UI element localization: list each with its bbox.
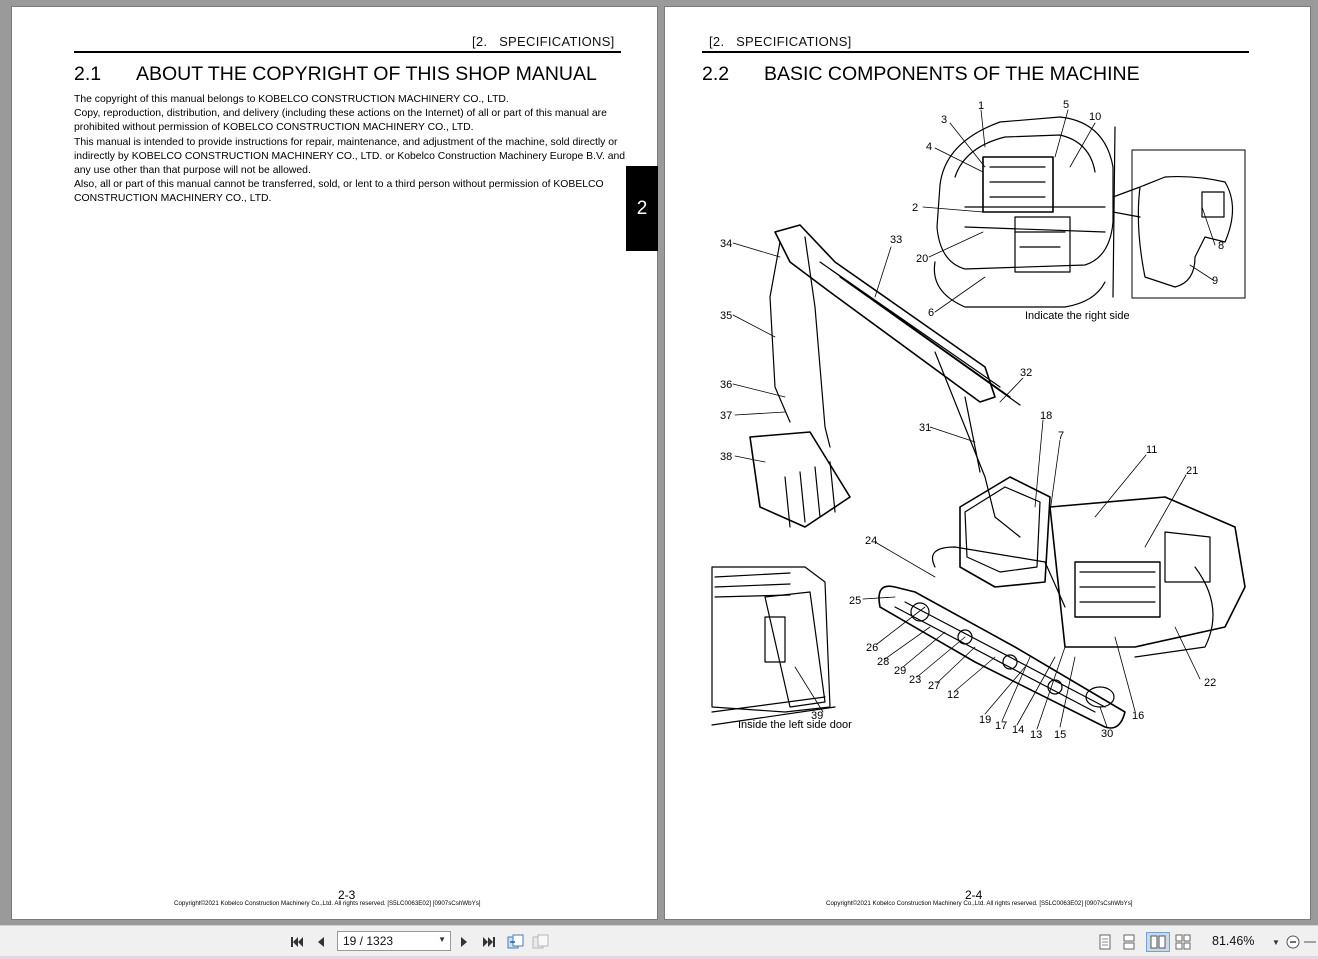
- callout-33: 33: [890, 234, 902, 246]
- callout-3: 3: [941, 114, 947, 126]
- document-page-right: [2. SPECIFICATIONS] 2.2 BASIC COMPONENTS …: [664, 6, 1311, 920]
- continuous-icon[interactable]: [1121, 932, 1137, 952]
- callout-16: 16: [1132, 710, 1144, 722]
- page-number-field[interactable]: 19 / 1323 ▼: [337, 931, 451, 951]
- callout-26: 26: [866, 642, 878, 654]
- callout-23: 23: [909, 674, 921, 686]
- callout-39: 39: [811, 710, 823, 722]
- section-title: BASIC COMPONENTS OF THE MACHINE: [764, 63, 1140, 85]
- callout-10: 10: [1089, 111, 1101, 123]
- header-rule: [702, 51, 1249, 53]
- copyright-notice-text: The copyright of this manual belongs to …: [74, 93, 626, 207]
- callout-29: 29: [894, 665, 906, 677]
- prev-page-icon[interactable]: [314, 932, 328, 952]
- callout-24: 24: [865, 535, 877, 547]
- last-page-icon[interactable]: [481, 932, 497, 952]
- zoom-slider-handle[interactable]: [1304, 932, 1316, 952]
- callout-18: 18: [1040, 410, 1052, 422]
- callout-36: 36: [720, 379, 732, 391]
- callout-13: 13: [1030, 729, 1042, 741]
- callout-32: 32: [1020, 367, 1032, 379]
- callout-9: 9: [1212, 275, 1218, 287]
- callout-12: 12: [947, 689, 959, 701]
- copyright-footer: Copyright©2021 Kobelco Construction Mach…: [826, 900, 1133, 907]
- next-page-icon[interactable]: [457, 932, 471, 952]
- copyright-footer: Copyright©2021 Kobelco Construction Mach…: [174, 900, 481, 907]
- page-field-value: 19 / 1323: [343, 934, 394, 948]
- page-number: 2-4: [965, 888, 983, 902]
- inset-caption-right-side: Indicate the right side: [1025, 310, 1130, 322]
- callout-20: 20: [916, 253, 928, 265]
- callout-30: 30: [1101, 728, 1113, 740]
- page-number: 2-3: [338, 888, 356, 902]
- paragraph: Copy, reproduction, distribution, and de…: [74, 108, 607, 134]
- callout-7: 7: [1058, 430, 1064, 442]
- section-title: ABOUT THE COPYRIGHT OF THIS SHOP MANUAL: [136, 63, 597, 85]
- callout-14: 14: [1012, 724, 1024, 736]
- next-view-icon[interactable]: [532, 932, 550, 952]
- section-number: 2.1: [74, 63, 102, 85]
- callout-2: 2: [912, 202, 918, 214]
- callout-8: 8: [1218, 240, 1224, 252]
- chapter-tab: 2: [626, 166, 658, 251]
- callout-17: 17: [995, 720, 1007, 732]
- viewer-toolbar: 19 / 1323 ▼ 81.46% ▼: [0, 925, 1318, 959]
- callout-28: 28: [877, 656, 889, 668]
- callout-37: 37: [720, 410, 732, 422]
- callout-21: 21: [1186, 465, 1198, 477]
- callout-15: 15: [1054, 729, 1066, 741]
- callout-11: 11: [1146, 444, 1157, 456]
- zoom-dropdown-icon[interactable]: ▼: [1272, 937, 1280, 947]
- callout-5: 5: [1063, 99, 1069, 111]
- paragraph: The copyright of this manual belongs to …: [74, 94, 509, 105]
- first-page-icon[interactable]: [289, 932, 305, 952]
- header-rule: [74, 51, 621, 53]
- two-page-continuous-icon[interactable]: [1174, 932, 1192, 952]
- callout-4: 4: [926, 141, 932, 153]
- excavator-components-diagram: 1 2 3 4 5 6 7 8 9 10 11 12 13 14 15 16 1…: [711, 99, 1246, 741]
- chevron-down-icon[interactable]: ▼: [438, 935, 446, 944]
- callout-38: 38: [720, 451, 732, 463]
- zoom-out-icon[interactable]: [1285, 932, 1301, 952]
- section-number: 2.2: [702, 63, 730, 85]
- previous-view-icon[interactable]: [507, 932, 525, 952]
- paragraph: Also, all or part of this manual cannot …: [74, 179, 604, 205]
- section-heading: 2.1 ABOUT THE COPYRIGHT OF THIS SHOP MANU…: [74, 63, 597, 86]
- two-page-icon[interactable]: [1146, 932, 1170, 952]
- single-page-icon[interactable]: [1097, 932, 1113, 952]
- document-page-left: [2. SPECIFICATIONS] 2.1 ABOUT THE COPYRIG…: [11, 6, 658, 920]
- callout-19: 19: [979, 714, 991, 726]
- paragraph: This manual is intended to provide instr…: [74, 136, 626, 177]
- running-header: [2. SPECIFICATIONS]: [709, 34, 852, 49]
- running-header: [2. SPECIFICATIONS]: [472, 34, 615, 49]
- callout-35: 35: [720, 310, 732, 322]
- zoom-level[interactable]: 81.46%: [1212, 934, 1255, 948]
- inset-caption-left-door: Inside the left side door: [738, 719, 852, 731]
- bottom-border: [0, 956, 1318, 959]
- callout-25: 25: [849, 595, 861, 607]
- callout-22: 22: [1204, 677, 1216, 689]
- callout-31: 31: [919, 422, 931, 434]
- callout-1: 1: [978, 100, 984, 112]
- callout-27: 27: [928, 680, 940, 692]
- callout-6: 6: [928, 307, 934, 319]
- section-heading: 2.2 BASIC COMPONENTS OF THE MACHINE: [702, 63, 1140, 86]
- callout-34: 34: [720, 238, 732, 250]
